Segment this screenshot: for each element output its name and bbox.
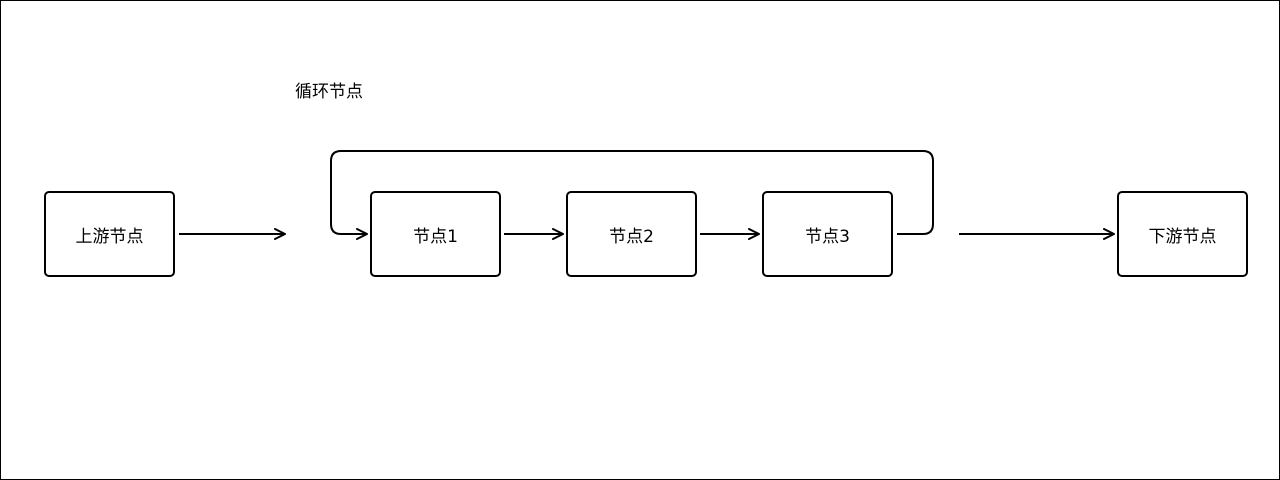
loop-node-label: 循环节点	[295, 82, 363, 102]
node-1[interactable]: 节点1	[370, 191, 501, 277]
upstream-node[interactable]: 上游节点	[44, 191, 175, 277]
node-2[interactable]: 节点2	[566, 191, 697, 277]
node-3[interactable]: 节点3	[762, 191, 893, 277]
loop-back-connector	[330, 150, 934, 240]
downstream-node[interactable]: 下游节点	[1117, 191, 1248, 277]
